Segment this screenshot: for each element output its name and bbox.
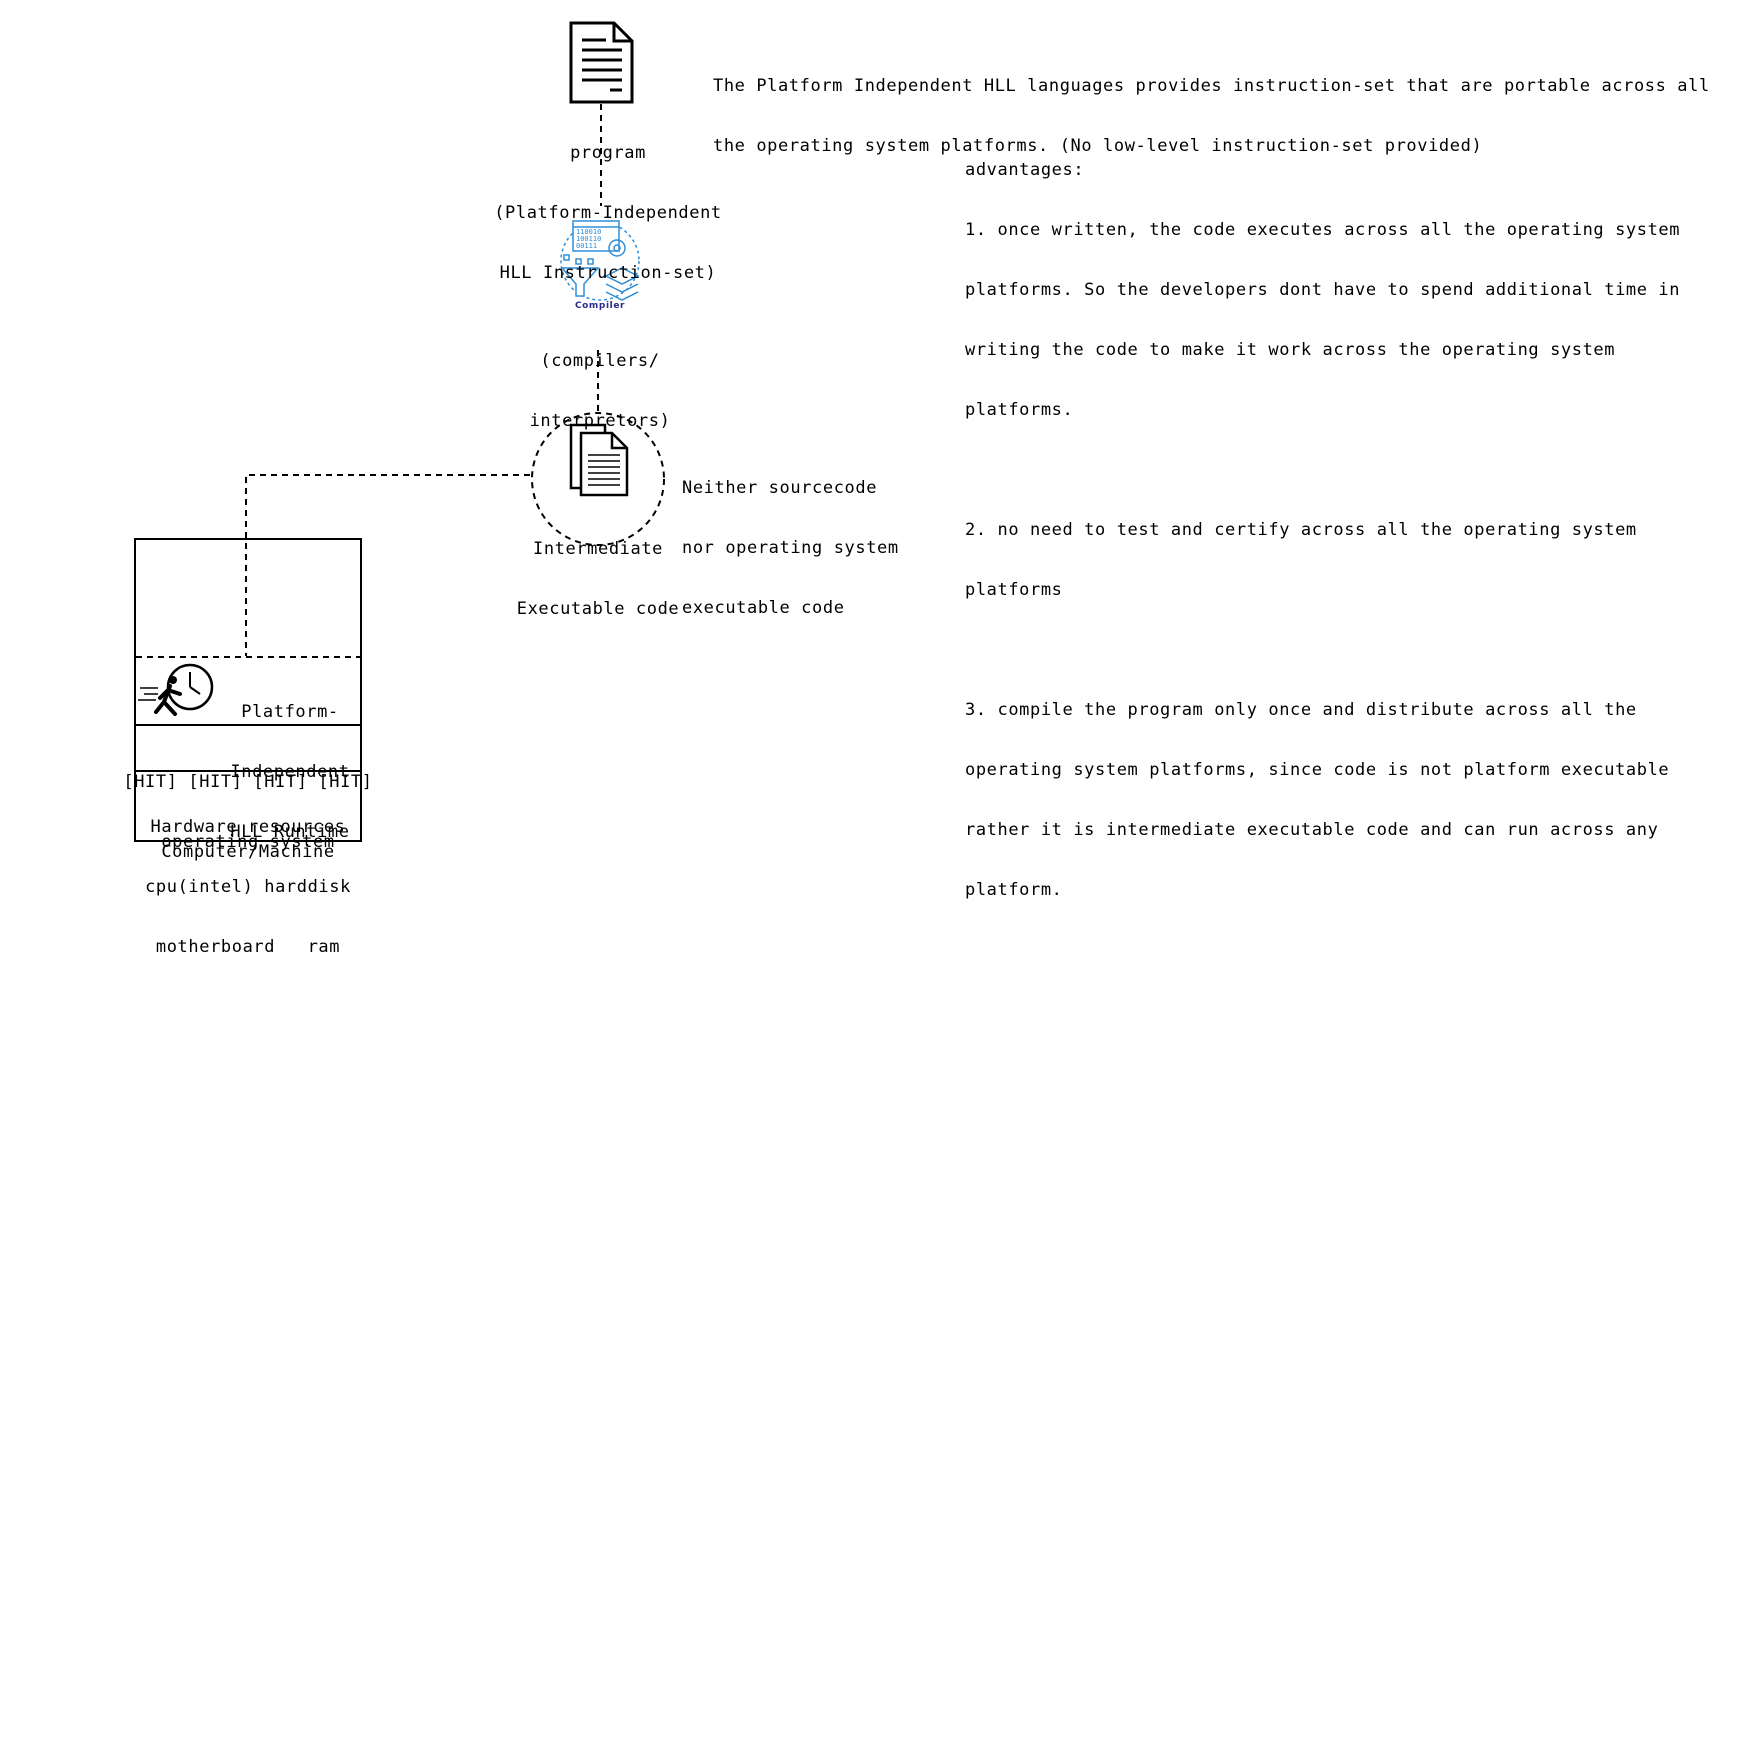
advantages-line: 3. compile the program only once and dis… — [965, 700, 1637, 720]
intermediate-label: Intermediate Executable code — [490, 499, 706, 639]
os-layer — [134, 724, 362, 772]
runtime-label-line: HLL Runtime — [230, 822, 350, 842]
advantages-line: platforms. So the developers dont have t… — [965, 280, 1681, 300]
intermediate-note-line: executable code — [682, 598, 845, 618]
svg-text:100110: 100110 — [576, 235, 601, 243]
hardware-label: Hardware resources cpu(intel) harddisk m… — [134, 777, 362, 977]
compiler-icon-caption: Compiler — [574, 301, 626, 311]
compiler-icon — [560, 220, 640, 301]
running-clock-icon — [138, 663, 214, 716]
intermediate-note-line: Neither sourcecode — [682, 478, 878, 498]
compiler-label: (compilers/ interpretors) — [480, 311, 720, 451]
hardware-label-line: cpu(intel) harddisk — [145, 877, 351, 897]
hardware-label-line: motherboard ram — [155, 937, 341, 957]
program-label-line: program — [570, 143, 646, 163]
top-note-line: The Platform Independent HLL languages p… — [713, 76, 1710, 96]
intermediate-note: Neither sourcecode nor operating system … — [682, 438, 899, 638]
top-note: The Platform Independent HLL languages p… — [713, 36, 1710, 176]
program-label-line: (Platform-Independent — [494, 203, 722, 223]
advantages-line: operating system platforms, since code i… — [965, 760, 1670, 780]
advantages-line: platforms — [965, 580, 1063, 600]
advantages-line — [965, 460, 1680, 480]
document-icon — [569, 21, 634, 104]
advantages-line — [965, 640, 1680, 660]
os-label-line: [HIT] [HIT] [HIT] [HIT] — [123, 772, 373, 792]
advantages-line: platforms. — [965, 400, 1074, 420]
computer-machine-box — [134, 538, 362, 842]
advantages-line: 2. no need to test and certify across al… — [965, 520, 1637, 540]
advantages-text: advantages: 1. once written, the code ex… — [965, 120, 1680, 920]
intermediate-label-line: Intermediate — [532, 539, 664, 559]
hardware-label-line: Hardware resources — [150, 817, 346, 837]
compiler-binary-text: 110010 100110 00111 — [576, 228, 601, 250]
program-label: program (Platform-Independent HLL Instru… — [480, 103, 736, 303]
connector-lines — [136, 104, 665, 658]
advantages-line: rather it is intermediate executable cod… — [965, 820, 1659, 840]
documents-icon — [569, 423, 629, 497]
top-note-line: the operating system platforms. (No low-… — [713, 136, 1483, 156]
hardware-layer-divider — [134, 770, 362, 772]
advantages-line: writing the code to make it work across … — [965, 340, 1616, 360]
compiler-label-line: (compilers/ — [540, 351, 660, 371]
intermediate-label-line: Executable code — [516, 599, 680, 619]
os-label-line: operating system — [161, 832, 335, 852]
advantages-line: 1. once written, the code executes acros… — [965, 220, 1681, 240]
runtime-label-line: Platform- — [241, 702, 339, 722]
compiler-label-line: interpretors) — [529, 411, 671, 431]
runtime-label: Platform- Independent HLL Runtime — [220, 662, 360, 862]
runtime-label-line: Independent — [230, 762, 350, 782]
os-label: [HIT] [HIT] [HIT] [HIT] operating system — [120, 732, 376, 872]
machine-caption: Computer/Machine — [161, 842, 335, 862]
program-label-line: HLL Instruction-set) — [499, 263, 717, 283]
svg-text:00111: 00111 — [576, 242, 597, 250]
advantages-line: platform. — [965, 880, 1063, 900]
svg-text:110010: 110010 — [576, 228, 601, 236]
advantages-heading: advantages: — [965, 160, 1085, 180]
intermediate-note-line: nor operating system — [682, 538, 899, 558]
